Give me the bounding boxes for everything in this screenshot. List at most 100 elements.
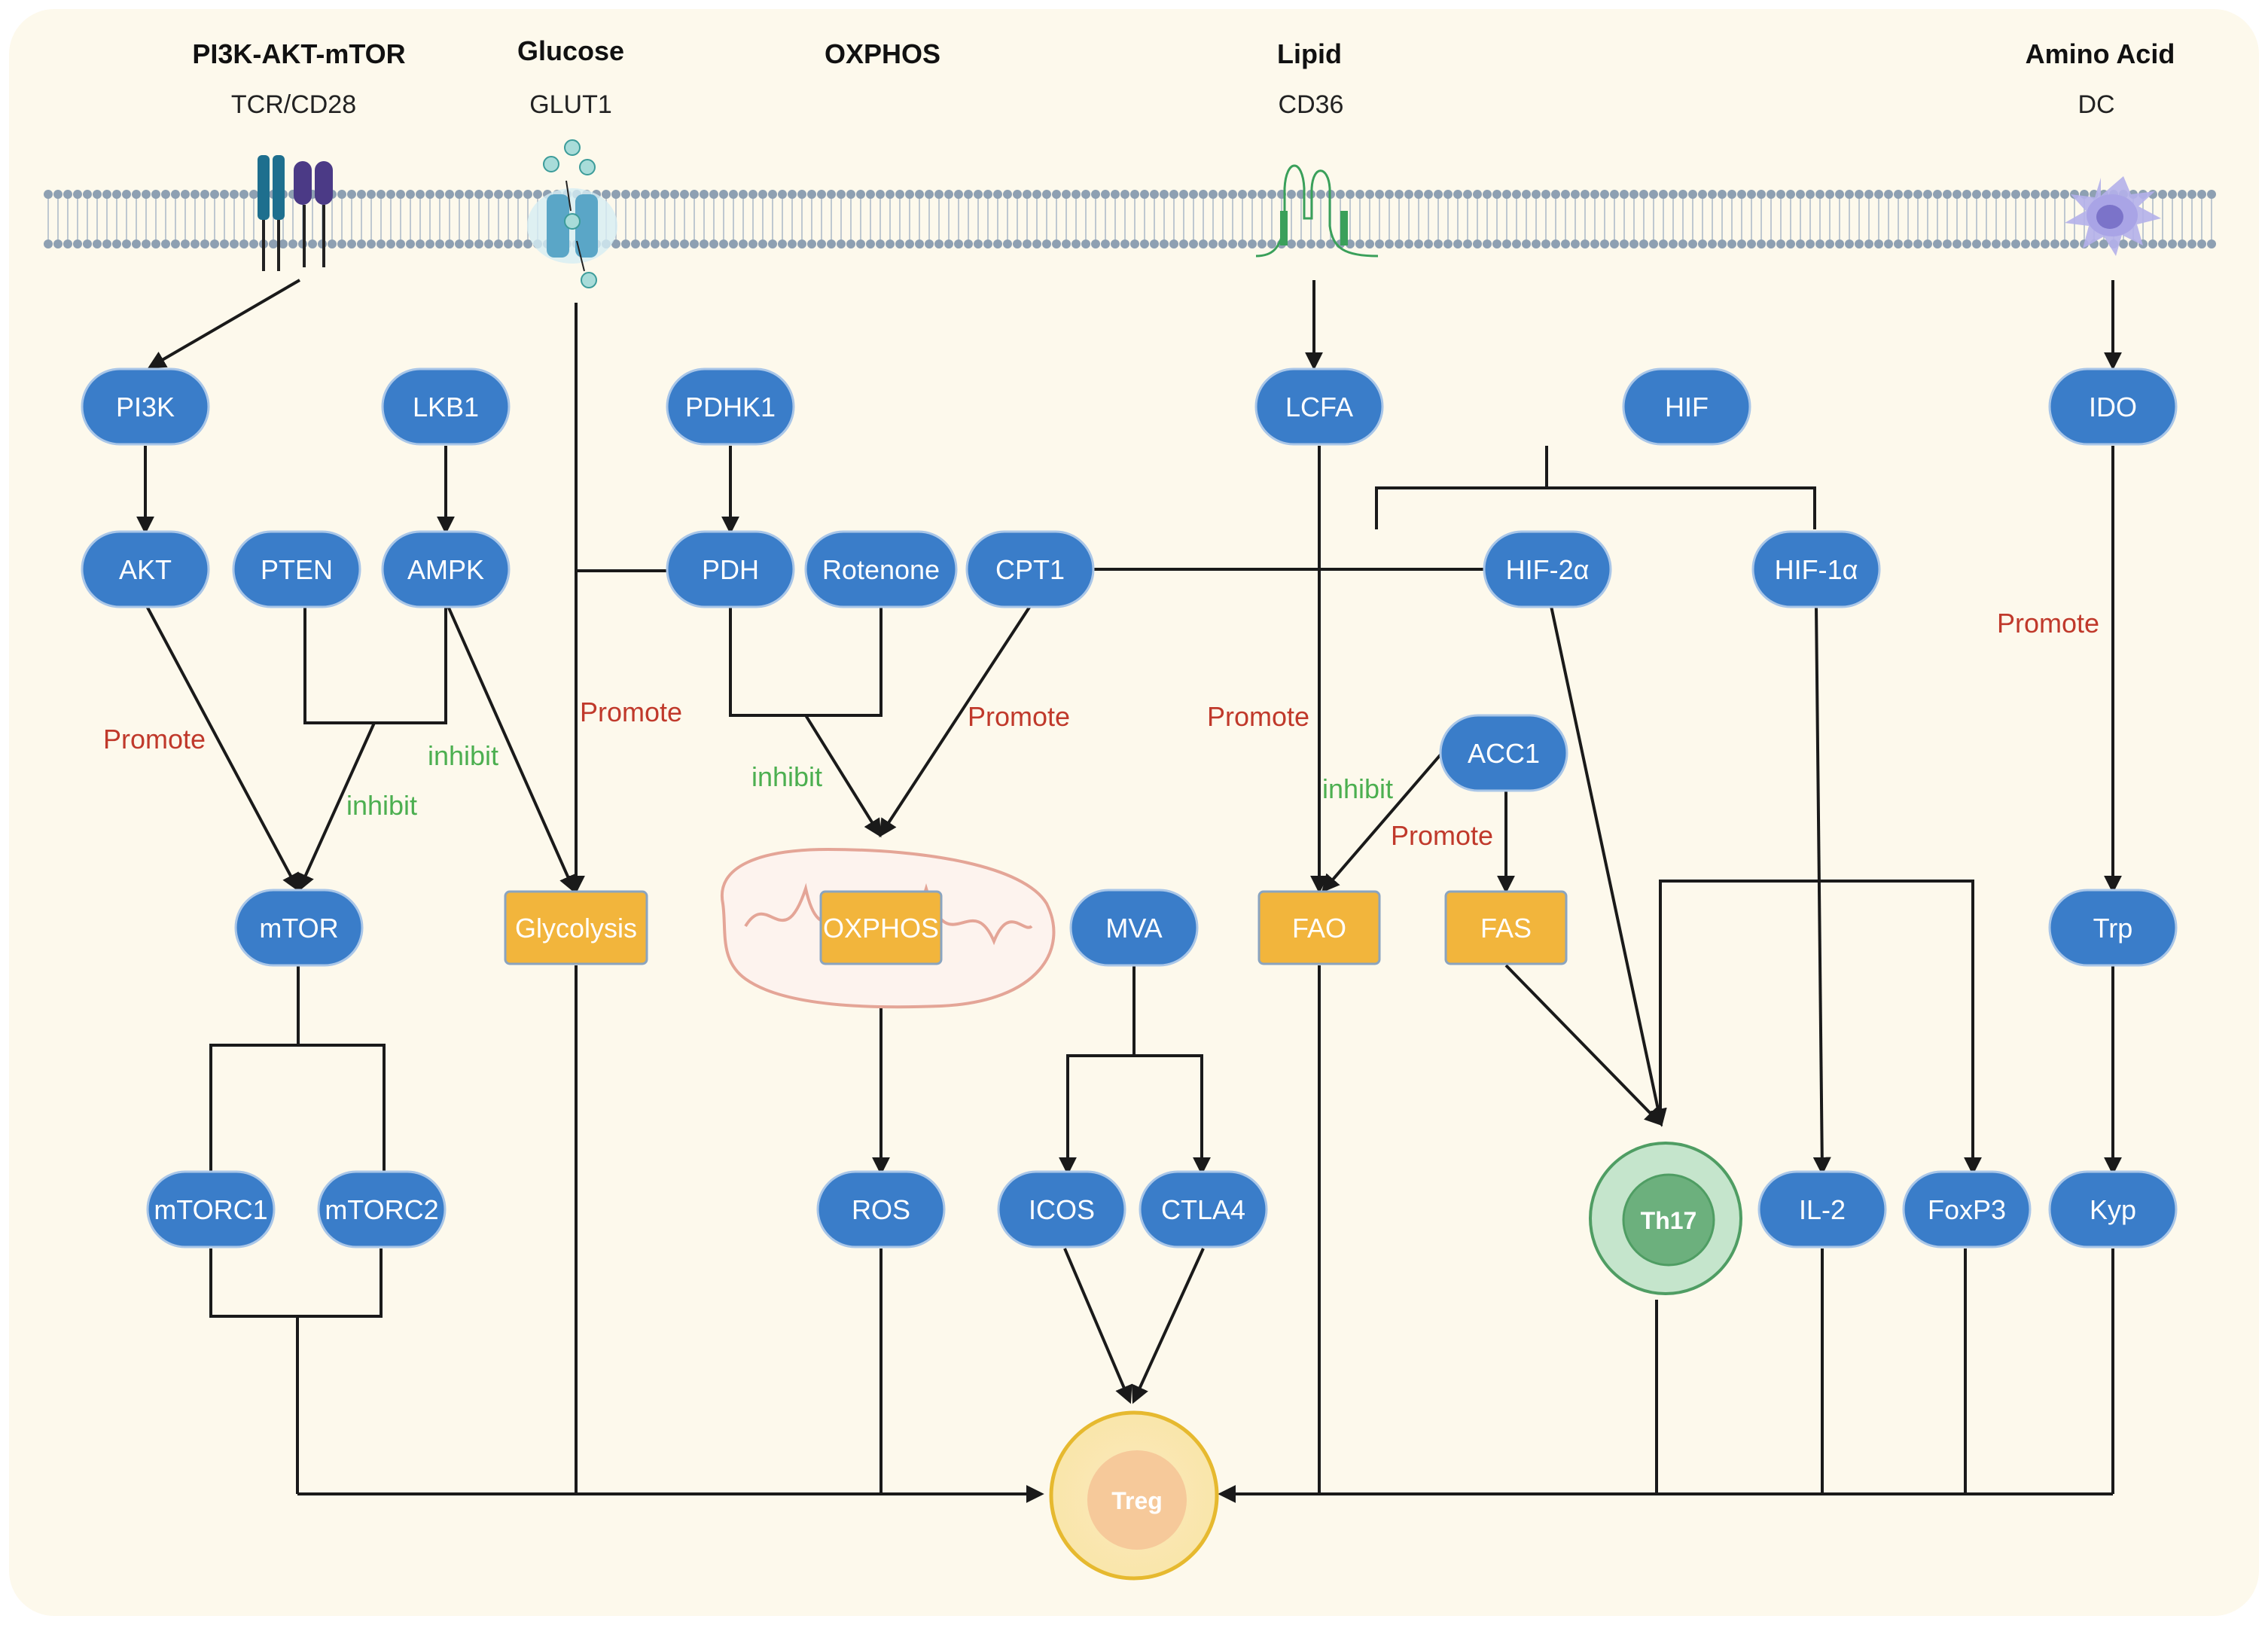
node-pill bbox=[146, 1170, 276, 1248]
node-hif2a: HIF-2α bbox=[1483, 530, 1612, 608]
process-fao: FAO bbox=[1257, 890, 1381, 965]
node-pill bbox=[381, 530, 511, 608]
edge-acc1-to-fao bbox=[1321, 752, 1443, 893]
node-pill bbox=[234, 889, 364, 967]
node-label: mTORC1 bbox=[154, 1194, 267, 1225]
edge-pten-ampk-bracket bbox=[303, 606, 447, 724]
node-label: PDH bbox=[702, 554, 759, 585]
node-pill bbox=[81, 367, 210, 446]
node-mtorc1: mTORC1 bbox=[146, 1170, 276, 1248]
label-promote-ido: Promote bbox=[1997, 608, 2099, 639]
node-label: LCFA bbox=[1285, 392, 1353, 422]
th17-label: Th17 bbox=[1641, 1207, 1697, 1234]
node-pill bbox=[1069, 889, 1199, 967]
process-box bbox=[1444, 890, 1568, 965]
label-inhibit-pdh: inhibit bbox=[751, 761, 822, 792]
node-pill bbox=[1483, 530, 1612, 608]
node-ros: ROS bbox=[816, 1170, 946, 1248]
header-oxphos: OXPHOS bbox=[825, 38, 940, 69]
node-label: AKT bbox=[119, 554, 172, 585]
edge-hif2a-to-th17 bbox=[1550, 605, 1667, 1127]
header-pi3k-akt-mtor: PI3K-AKT-mTOR TCR/CD28 bbox=[192, 38, 405, 119]
header-lipid: Lipid CD36 bbox=[1277, 38, 1343, 119]
node-mtor: mTOR bbox=[234, 889, 364, 967]
edge-bracket-to-oxphos bbox=[804, 714, 882, 838]
header-subtitle: DC bbox=[2077, 90, 2114, 119]
edge-akt-to-mtor bbox=[145, 605, 300, 892]
label-promote-akt: Promote bbox=[103, 724, 206, 755]
node-pill bbox=[2048, 367, 2178, 446]
label-inhibit-acc1: inhibit bbox=[1322, 773, 1393, 804]
node-pill bbox=[1622, 367, 1751, 446]
node-label: LKB1 bbox=[413, 392, 479, 422]
node-lkb1: LKB1 bbox=[381, 367, 511, 446]
node-mtorc2: mTORC2 bbox=[317, 1170, 447, 1248]
node-trp: Trp bbox=[2048, 889, 2178, 967]
node-label: ROS bbox=[852, 1194, 910, 1225]
label-promote-lcfa: Promote bbox=[1207, 701, 1309, 732]
process-label: FAO bbox=[1292, 913, 1346, 944]
node-pill bbox=[2048, 889, 2178, 967]
node-rotenone: Rotenone bbox=[804, 530, 958, 608]
edge-cpt1-to-oxphos bbox=[879, 605, 1032, 838]
header-title: PI3K-AKT-mTOR bbox=[192, 38, 405, 69]
edge-hif1a-to-il2 bbox=[1812, 605, 1831, 1175]
node-mva: MVA bbox=[1069, 889, 1199, 967]
treg-label: Treg bbox=[1111, 1487, 1163, 1514]
node-label: PDHK1 bbox=[685, 392, 776, 422]
node-label: PTEN bbox=[261, 554, 333, 585]
node-pill bbox=[666, 367, 795, 446]
node-label: HIF bbox=[1665, 392, 1709, 422]
node-ampk: AMPK bbox=[381, 530, 511, 608]
node-lcfa: LCFA bbox=[1254, 367, 1384, 446]
node-pill bbox=[317, 1170, 447, 1248]
process-fas: FAS bbox=[1444, 890, 1568, 965]
membrane-lipid-tails bbox=[47, 197, 2212, 239]
node-label: Kyp bbox=[2090, 1194, 2136, 1225]
node-pill bbox=[997, 1170, 1126, 1248]
label-promote-acc1: Promote bbox=[1391, 820, 1493, 851]
edge-th17-foxp3-bracket bbox=[1659, 880, 1982, 1175]
edge-mva-split bbox=[1066, 1054, 1203, 1172]
label-promote-glut1: Promote bbox=[580, 697, 682, 727]
node-acc1: ACC1 bbox=[1439, 714, 1568, 792]
process-box bbox=[504, 890, 648, 965]
cd36-receptor-icon bbox=[1255, 164, 1379, 258]
node-pdhk1: PDHK1 bbox=[666, 367, 795, 446]
header-glucose: Glucose GLUT1 bbox=[517, 35, 624, 119]
node-label: MVA bbox=[1105, 913, 1162, 944]
glut1-transporter-icon bbox=[527, 139, 617, 288]
node-pill bbox=[381, 367, 511, 446]
edge-ampk-to-glycolysis bbox=[447, 605, 577, 894]
node-pill bbox=[1757, 1170, 1887, 1248]
node-label: FoxP3 bbox=[1928, 1194, 2006, 1225]
node-label: ICOS bbox=[1029, 1194, 1095, 1225]
node-pill bbox=[1902, 1170, 2032, 1248]
node-pill bbox=[81, 530, 210, 608]
node-pill bbox=[1751, 530, 1881, 608]
edge-ctla4-to-treg bbox=[1132, 1248, 1205, 1404]
node-label: CPT1 bbox=[995, 554, 1065, 585]
process-box bbox=[1257, 890, 1381, 965]
process-oxphos: OXPHOS bbox=[819, 890, 943, 965]
edge-hif-split bbox=[1375, 446, 1548, 529]
node-label: CTLA4 bbox=[1161, 1194, 1245, 1225]
edge-mtor-split bbox=[209, 1044, 386, 1172]
th17-cell: Th17 bbox=[1589, 1142, 1742, 1295]
treg-cell: Treg bbox=[1049, 1410, 1219, 1581]
header-subtitle: TCR/CD28 bbox=[231, 90, 356, 119]
node-pill bbox=[232, 530, 361, 608]
tcr-cd28-receptor-icon bbox=[258, 155, 333, 271]
node-label: IL-2 bbox=[1799, 1194, 1846, 1225]
node-label: mTORC2 bbox=[325, 1194, 438, 1225]
header-subtitle: CD36 bbox=[1279, 90, 1344, 119]
header-title: Glucose bbox=[517, 35, 624, 66]
node-label: HIF-2α bbox=[1506, 554, 1590, 585]
node-label: PI3K bbox=[116, 392, 175, 422]
node-pill bbox=[1254, 367, 1384, 446]
node-label: ACC1 bbox=[1468, 738, 1540, 769]
node-pill bbox=[804, 530, 958, 608]
process-box bbox=[819, 890, 943, 965]
node-pill bbox=[2048, 1170, 2178, 1248]
